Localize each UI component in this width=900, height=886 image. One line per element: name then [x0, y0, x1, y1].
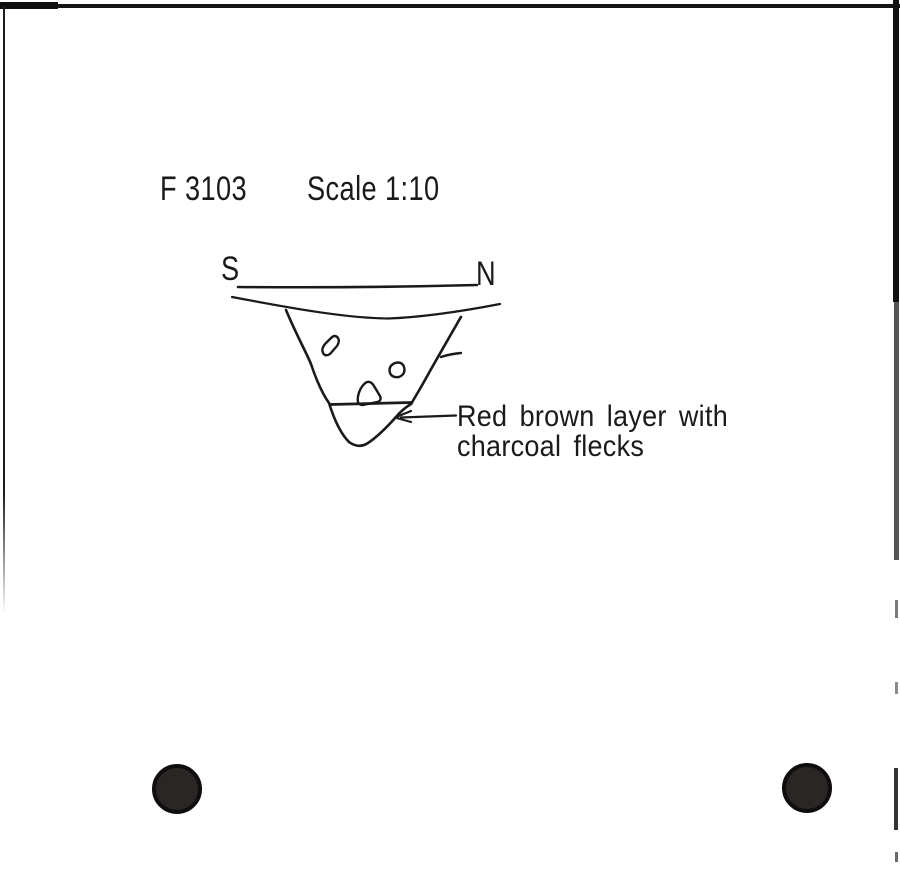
- annotation-arrow-shaft: [399, 414, 458, 419]
- north-end-label: N: [476, 255, 497, 293]
- pit-outline-left: [284, 308, 351, 444]
- stone-inclusion-3: [356, 380, 382, 407]
- scan-edge-right: [894, 768, 898, 830]
- scan-edge-top: [0, 4, 900, 8]
- scan-edge-right: [895, 852, 898, 862]
- datum-line: [236, 283, 479, 289]
- side-tick-line: [439, 351, 463, 359]
- annotation-arrow-head: [393, 409, 413, 424]
- scan-edge-right: [895, 682, 898, 694]
- scale-label: Scale 1:10: [307, 170, 440, 208]
- stone-inclusion-1: [321, 334, 340, 357]
- punch-hole-left: [152, 764, 202, 814]
- ground-surface-line: [230, 295, 502, 320]
- annotation-line-2: charcoal flecks: [457, 430, 645, 463]
- stone-inclusion-2: [388, 361, 406, 379]
- annotation-line-1: Red brown layer with: [457, 400, 729, 433]
- pit-outline-bottom: [347, 402, 413, 448]
- punch-hole-right: [782, 763, 832, 813]
- layer-boundary-line: [328, 401, 414, 406]
- scan-edge-top-corner: [0, 2, 58, 9]
- scan-edge-right: [895, 600, 898, 618]
- scan-edge-left: [3, 6, 5, 614]
- annotation-arrow-icon: [393, 409, 458, 424]
- pit-outline-right: [409, 315, 463, 406]
- scan-edge-right: [894, 302, 899, 560]
- south-end-label: S: [221, 250, 240, 288]
- feature-number-label: F 3103: [160, 170, 248, 208]
- scan-edge-right: [893, 0, 899, 302]
